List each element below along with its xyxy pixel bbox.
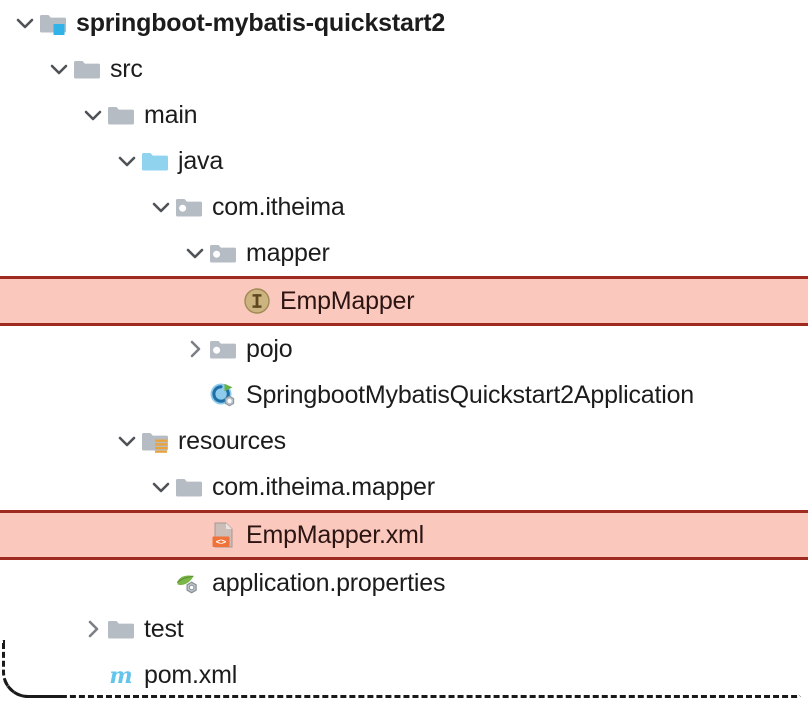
svg-text:m: m	[109, 663, 132, 689]
tree-row-application-properties[interactable]: application.properties	[0, 560, 808, 606]
folder-icon	[106, 614, 136, 644]
tree-node-label: com.itheima	[212, 192, 345, 221]
chevron-down-icon[interactable]	[182, 240, 208, 266]
folder-icon	[174, 472, 204, 502]
tree-row-com-itheima-mapper-folder[interactable]: com.itheima.mapper	[0, 464, 808, 510]
tree-node-label: pom.xml	[144, 660, 238, 689]
chevron-down-icon[interactable]	[148, 474, 174, 500]
tree-node-label: src	[110, 54, 143, 83]
java-interface-icon	[242, 286, 272, 316]
tree-row-src[interactable]: src	[0, 46, 808, 92]
tree-row-emp-mapper-xml[interactable]: <> EmpMapper.xml	[0, 510, 808, 560]
package-icon	[208, 334, 238, 364]
tree-row-test[interactable]: test	[0, 606, 808, 652]
tree-row-pojo-package[interactable]: pojo	[0, 326, 808, 372]
folder-icon	[72, 54, 102, 84]
tree-row-resources[interactable]: resources	[0, 418, 808, 464]
tree-row-root-module[interactable]: springboot-mybatis-quickstart2	[0, 0, 808, 46]
tree-node-label: SpringbootMybatisQuickstart2Application	[246, 380, 694, 409]
chevron-down-icon[interactable]	[80, 102, 106, 128]
spring-properties-file-icon	[174, 568, 204, 598]
resources-root-folder-icon	[140, 426, 170, 456]
svg-text:<>: <>	[216, 538, 227, 548]
chevron-down-icon[interactable]	[12, 10, 38, 36]
chevron-right-icon[interactable]	[182, 336, 208, 362]
tree-row-mapper-package[interactable]: mapper	[0, 230, 808, 276]
tree-row-main[interactable]: main	[0, 92, 808, 138]
folder-icon	[106, 100, 136, 130]
tree-row-java[interactable]: java	[0, 138, 808, 184]
tree-node-label: pojo	[246, 334, 293, 363]
tree-node-label: application.properties	[212, 568, 446, 597]
chevron-down-icon[interactable]	[114, 428, 140, 454]
tree-node-label: main	[144, 100, 198, 129]
tree-node-label: test	[144, 614, 184, 643]
chevron-right-icon[interactable]	[80, 616, 106, 642]
chevron-down-icon[interactable]	[148, 194, 174, 220]
tree-node-label: resources	[178, 426, 286, 455]
maven-file-icon: m	[106, 660, 136, 690]
source-root-folder-icon	[140, 146, 170, 176]
chevron-down-icon[interactable]	[114, 148, 140, 174]
tree-node-label: java	[178, 146, 224, 175]
package-icon	[208, 238, 238, 268]
tree-node-label: EmpMapper	[280, 286, 415, 315]
spring-boot-class-icon	[208, 380, 238, 410]
tree-row-com-itheima[interactable]: com.itheima	[0, 184, 808, 230]
package-icon	[174, 192, 204, 222]
chevron-down-icon[interactable]	[46, 56, 72, 82]
module-folder-icon	[38, 8, 68, 38]
tree-node-label: springboot-mybatis-quickstart2	[76, 8, 446, 37]
tree-row-emp-mapper-interface[interactable]: EmpMapper	[0, 276, 808, 326]
xml-file-icon: <>	[208, 520, 238, 550]
tree-node-label: EmpMapper.xml	[246, 520, 425, 549]
tree-node-label: mapper	[246, 238, 330, 267]
tree-row-application-class[interactable]: SpringbootMybatisQuickstart2Application	[0, 372, 808, 418]
tree-row-pom-xml[interactable]: m pom.xml	[0, 652, 808, 698]
tree-node-label: com.itheima.mapper	[212, 472, 435, 501]
